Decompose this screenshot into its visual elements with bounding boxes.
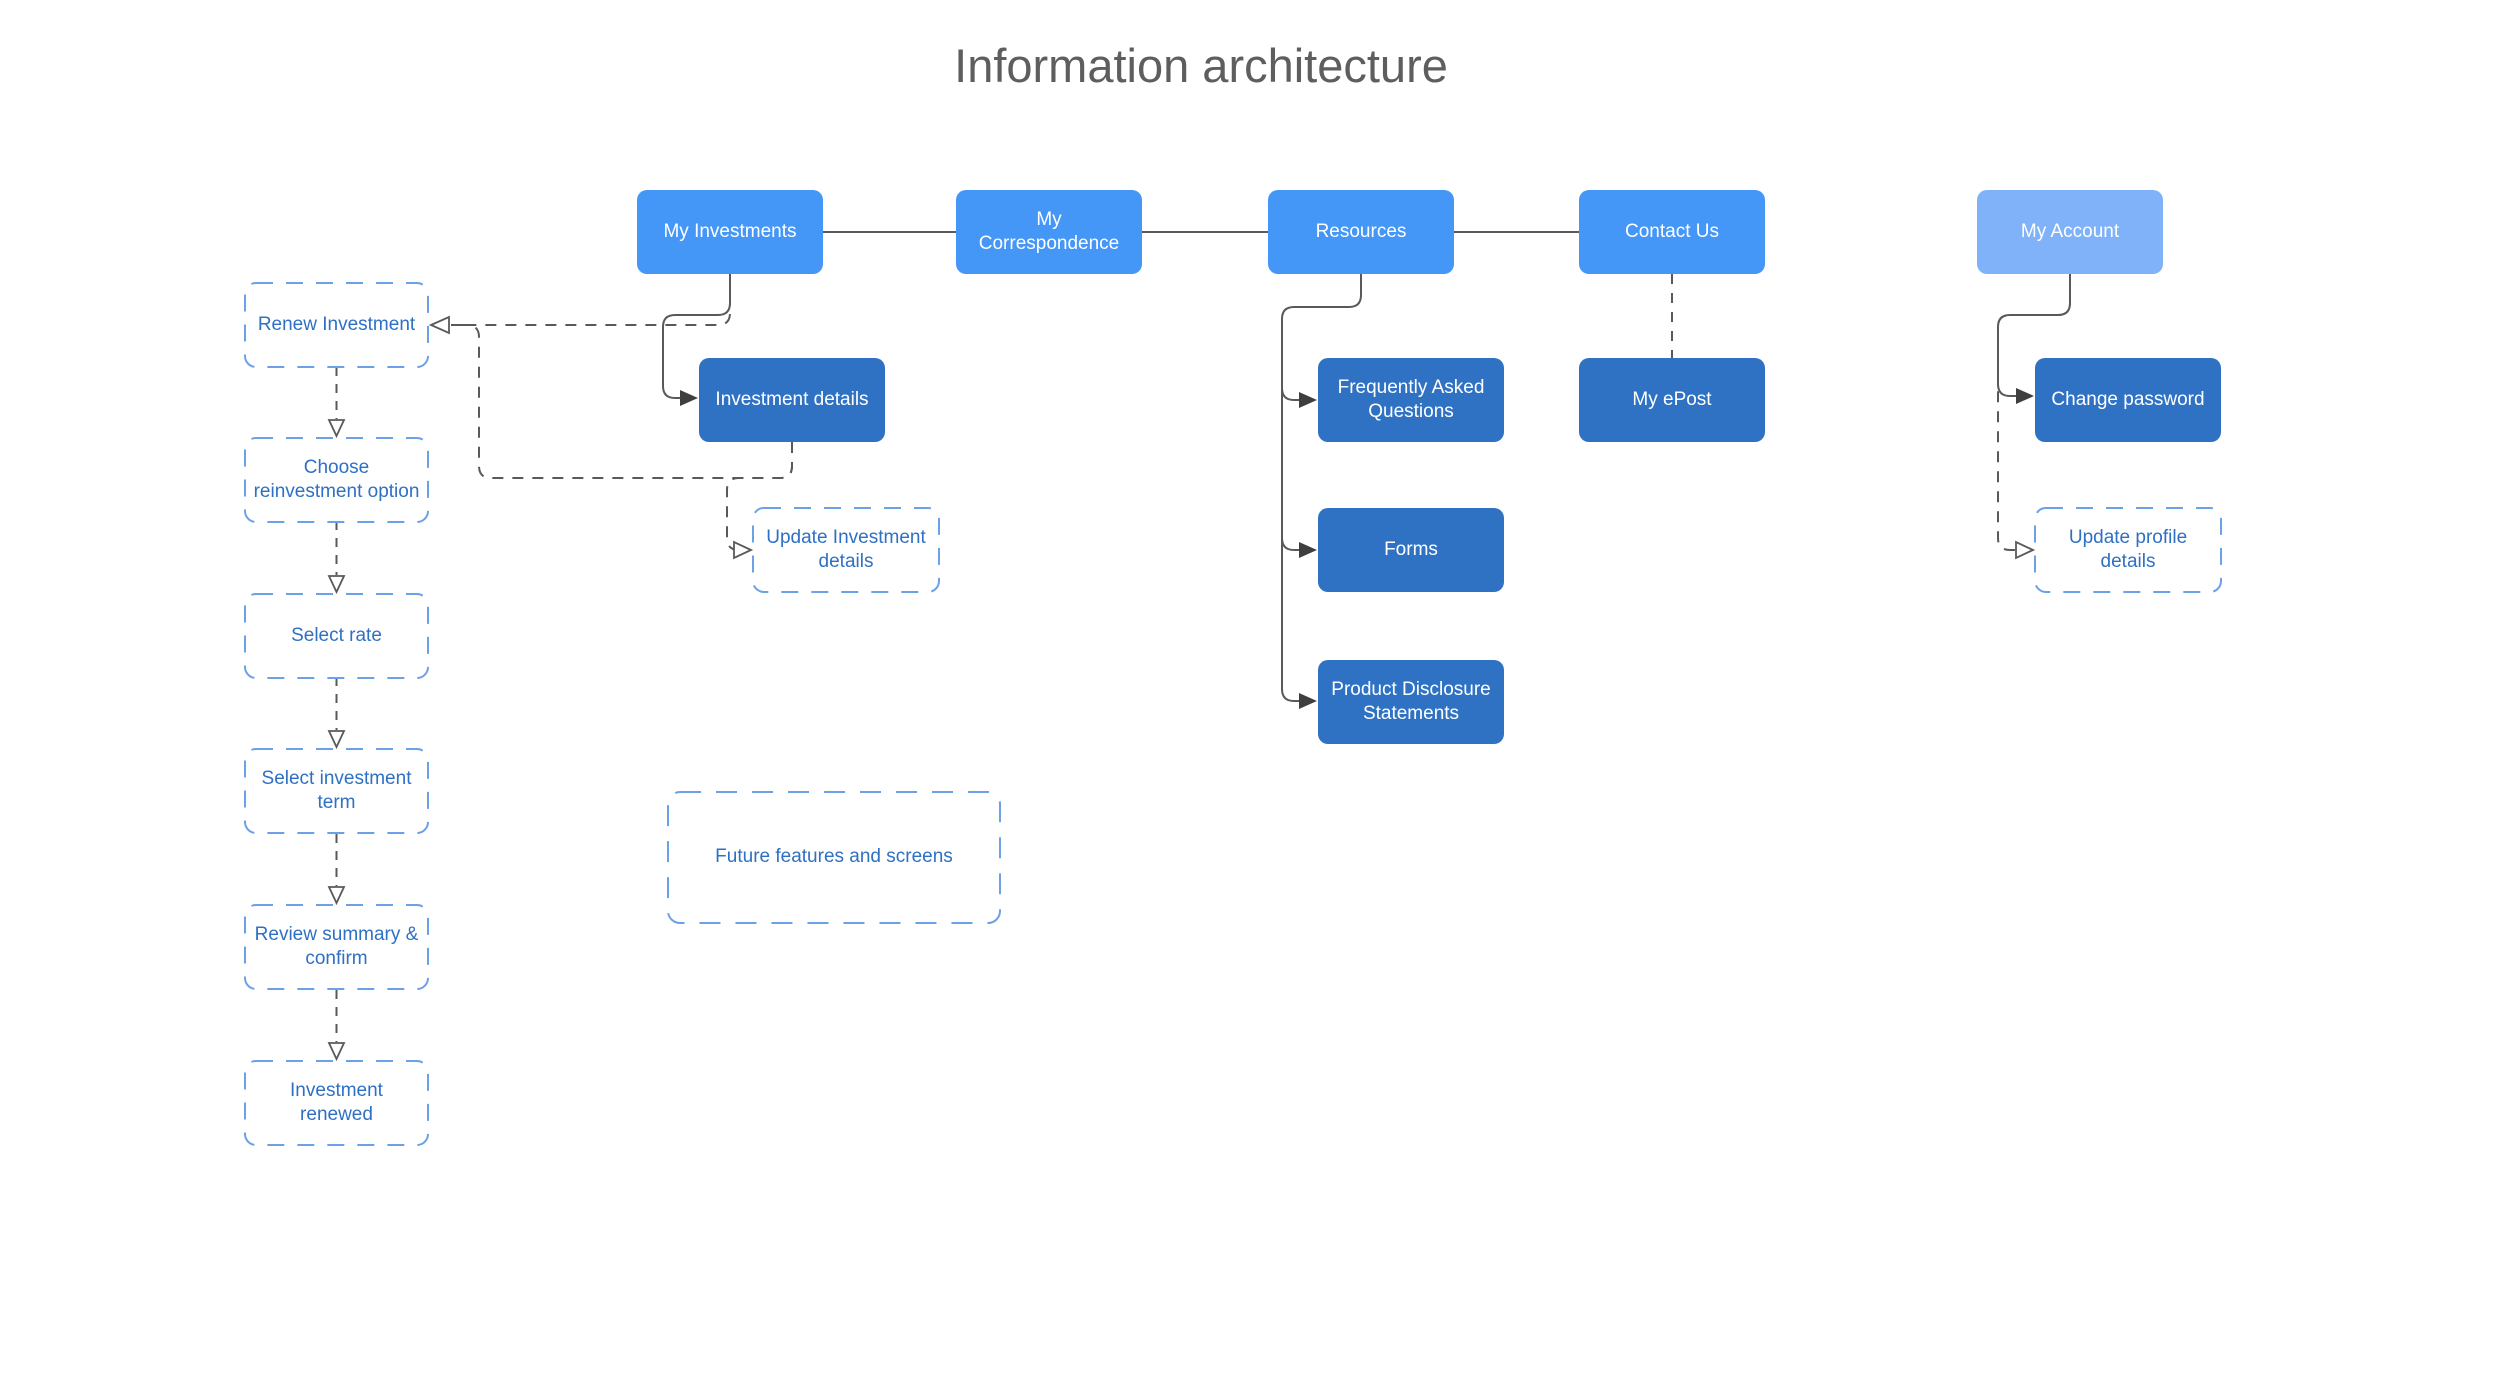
review-summary-outline <box>244 904 429 990</box>
node-label: Change password <box>2051 388 2205 410</box>
node-review-summary-confirm[interactable]: Review summary & confirm <box>245 905 428 989</box>
update-profile-details-outline <box>2034 507 2222 593</box>
node-product-disclosure-statements[interactable]: Product Disclosure Statements <box>1318 660 1504 744</box>
arrowhead-into-faq <box>1299 392 1317 408</box>
node-label: My Account <box>2020 220 2120 242</box>
investment-renewed-outline <box>244 1060 429 1146</box>
node-label: Select investment term <box>261 767 412 813</box>
node-my-epost[interactable]: My ePost <box>1579 358 1765 442</box>
node-future-features-and-screens[interactable]: Future features and screens <box>668 792 1000 923</box>
open-arrowhead-into-renew-investment <box>428 315 450 335</box>
node-investment-renewed[interactable]: Investment renewed <box>245 1061 428 1145</box>
node-label: Future features and screens <box>715 846 953 868</box>
open-arrowhead-into-update-investment-details <box>733 540 754 560</box>
node-forms[interactable]: Forms <box>1318 508 1504 592</box>
update-investment-details-outline <box>752 507 940 593</box>
edge-account-password <box>1997 274 2071 397</box>
edge-investments-renew <box>451 274 731 326</box>
node-renew-investment[interactable]: Renew Investment <box>245 283 428 367</box>
node-update-investment-details[interactable]: Update Investment details <box>753 508 939 592</box>
edge-details-update <box>726 442 793 551</box>
node-label: Renew Investment <box>257 313 416 335</box>
arrowhead-into-forms <box>1299 542 1317 558</box>
arrowhead-into-change-password <box>2016 388 2034 404</box>
node-select-rate[interactable]: Select rate <box>245 594 428 678</box>
node-contact-us[interactable]: Contact Us <box>1579 190 1765 274</box>
node-label: My Investments <box>663 220 797 242</box>
node-label: Update Investment details <box>766 526 926 572</box>
node-label: Contact Us <box>1625 220 1719 242</box>
node-label: Select rate <box>291 624 382 646</box>
node-label: Choose reinvestment option <box>253 456 420 502</box>
node-resources[interactable]: Resources <box>1268 190 1454 274</box>
edge-resources-forms <box>1281 537 1300 551</box>
open-arrowhead-into-choose-reinvestment <box>327 419 346 439</box>
node-select-investment-term[interactable]: Select investment term <box>245 749 428 833</box>
node-my-correspondence[interactable]: My Correspondence <box>956 190 1142 274</box>
choose-reinvestment-outline <box>244 437 429 523</box>
node-label: Update profile details <box>2068 526 2188 572</box>
edge-resources-trunk <box>1281 274 1362 702</box>
open-arrowhead-into-select-rate <box>327 575 346 595</box>
renew-investment-outline <box>244 282 429 368</box>
node-investment-details[interactable]: Investment details <box>699 358 885 442</box>
open-arrowhead-into-update-profile-details <box>2015 540 2036 560</box>
node-label: Resources <box>1315 220 1407 242</box>
select-rate-outline <box>244 593 429 679</box>
node-label: Investment renewed <box>290 1079 383 1125</box>
node-update-profile-details[interactable]: Update profile details <box>2035 508 2221 592</box>
node-label: My Correspondence <box>978 208 1120 254</box>
node-label: Review summary & confirm <box>254 923 419 969</box>
open-arrowhead-into-review-summary <box>327 886 346 906</box>
node-frequently-asked-questions[interactable]: Frequently Asked Questions <box>1318 358 1504 442</box>
diagram-title: Information architecture <box>954 39 1448 92</box>
node-label: Forms <box>1384 538 1438 560</box>
select-investment-term-outline <box>244 748 429 834</box>
node-label: My ePost <box>1632 388 1712 410</box>
node-label: Investment details <box>715 388 869 410</box>
edge-investments-details <box>662 274 731 399</box>
edge-resources-faq <box>1281 387 1300 401</box>
arrowhead-into-pds <box>1299 693 1317 709</box>
open-arrowhead-into-investment-renewed <box>327 1042 346 1062</box>
future-features-outline <box>667 791 1001 924</box>
open-arrowhead-into-select-investment-term <box>327 730 346 750</box>
node-my-investments[interactable]: My Investments <box>637 190 823 274</box>
node-change-password[interactable]: Change password <box>2035 358 2221 442</box>
node-label: Product Disclosure Statements <box>1331 678 1491 724</box>
arrowhead-into-investment-details <box>680 390 698 406</box>
node-label: Frequently Asked Questions <box>1337 376 1485 422</box>
node-my-account[interactable]: My Account <box>1977 190 2163 274</box>
node-choose-reinvestment-option[interactable]: Choose reinvestment option <box>245 438 428 522</box>
edge-details-renew <box>452 324 793 479</box>
